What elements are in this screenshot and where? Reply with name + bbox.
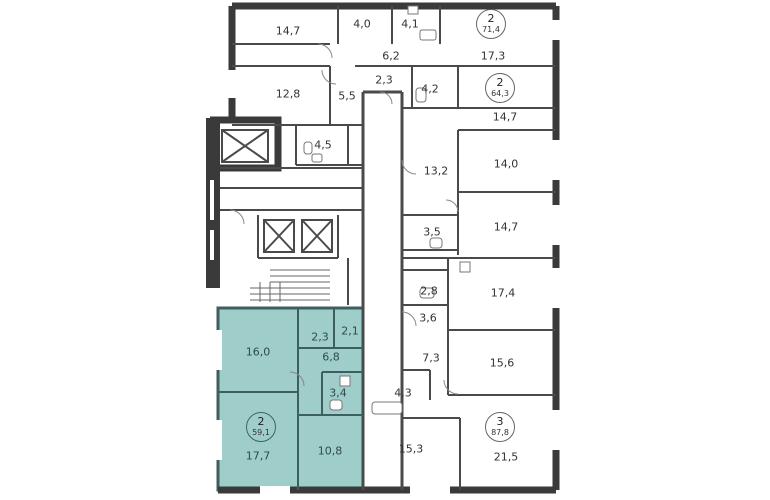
room-area-label: 6,2 (382, 49, 400, 63)
selected-apartment-marker[interactable]: 2 59,1 (246, 412, 276, 442)
apartment-marker[interactable]: 2 64,3 (485, 73, 515, 103)
bathroom-fixtures (303, 5, 471, 415)
room-area-label: 3,4 (329, 386, 347, 400)
room-area-label: 12,8 (275, 87, 301, 101)
room-area-label: 21,5 (493, 450, 519, 464)
room-area-label: 2,1 (341, 324, 359, 338)
room-area-label: 2,8 (420, 284, 438, 298)
room-area-label: 4,3 (394, 386, 412, 400)
apartment-area: 64,3 (491, 89, 509, 98)
room-area-label: 13,2 (423, 164, 449, 178)
room-area-label: 6,8 (322, 350, 340, 364)
corridor-walls (361, 90, 404, 490)
room-area-label: 5,5 (338, 89, 356, 103)
apartment-area: 59,1 (252, 428, 270, 437)
room-area-label: 17,4 (490, 286, 516, 300)
room-area-label: 15,3 (398, 442, 424, 456)
room-area-label: 4,5 (314, 138, 332, 152)
room-area-label: 3,5 (423, 225, 441, 239)
room-area-label: 16,0 (245, 345, 271, 359)
window-strip (210, 230, 214, 260)
room-area-label: 4,0 (353, 17, 371, 31)
window-strip (210, 180, 214, 220)
apartment-rooms: 2 (487, 12, 495, 25)
door-swings (229, 43, 459, 395)
room-area-label: 17,3 (480, 49, 506, 63)
selected-apartment-walls (218, 308, 363, 490)
room-area-label: 3,6 (419, 311, 437, 325)
room-area-label: 4,1 (401, 17, 419, 31)
room-area-label: 2,3 (311, 330, 329, 344)
apartment-marker[interactable]: 2 71,4 (476, 9, 506, 39)
room-area-label: 10,8 (317, 444, 343, 458)
interior-walls (220, 6, 556, 490)
apartment-marker[interactable]: 3 87,8 (485, 412, 515, 442)
apartment-area: 71,4 (482, 25, 500, 34)
room-area-label: 17,7 (245, 449, 271, 463)
windows (214, 20, 560, 494)
apartment-rooms: 2 (257, 415, 265, 428)
room-area-label: 14,7 (493, 220, 519, 234)
room-area-label: 14,0 (493, 157, 519, 171)
stairs (250, 269, 330, 302)
room-area-label: 7,3 (422, 351, 440, 365)
apartment-rooms: 2 (496, 76, 504, 89)
apartment-rooms: 3 (496, 415, 504, 428)
room-area-label: 15,6 (489, 356, 515, 370)
room-area-label: 2,3 (375, 73, 393, 87)
lift-shafts (221, 129, 333, 253)
room-area-label: 4,2 (421, 82, 439, 96)
room-area-label: 14,7 (275, 24, 301, 38)
apartment-area: 87,8 (491, 428, 509, 437)
room-area-label: 14,7 (492, 110, 518, 124)
